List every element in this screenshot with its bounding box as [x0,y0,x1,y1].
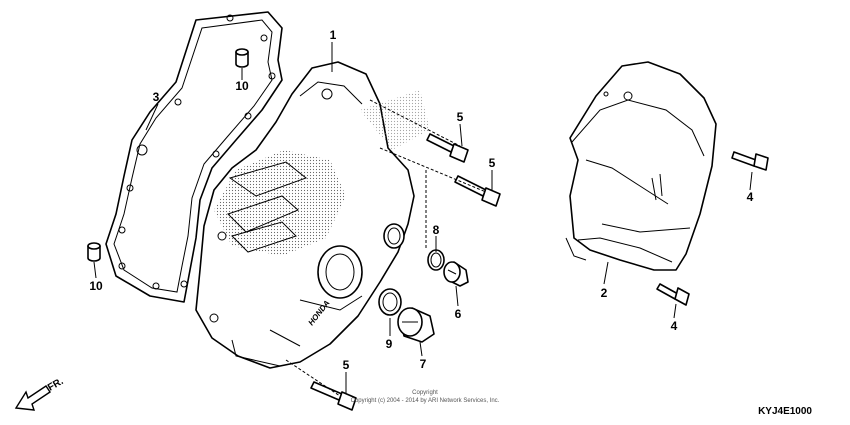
callout-3: 3 [153,90,160,104]
leader-lines [93,42,753,397]
callout-8: 8 [433,223,440,237]
callout-4-lower: 4 [671,319,678,333]
o-ring-part-9[interactable] [378,288,402,316]
front-direction-indicator: FR. [14,376,66,411]
bolt-part-5-middle[interactable] [454,175,501,207]
bolt-part-5-lower[interactable] [310,381,357,411]
bolt-part-4-lower[interactable] [656,283,690,306]
bolt-part-4-upper[interactable] [731,151,769,171]
o-ring-part-8[interactable] [427,249,445,271]
gasket-part-3[interactable] [105,11,283,303]
callout-6: 6 [455,307,462,321]
front-label: FR. [46,376,66,394]
sprocket-cover-part-2[interactable] [565,61,717,271]
callout-5-middle: 5 [489,156,496,170]
hole-cap-part-7[interactable] [397,307,435,343]
bolt-part-5-upper[interactable] [426,133,469,163]
front-arrow-icon [14,385,51,411]
copyright-line-1: Copyright [412,390,438,396]
callout-labels: 1 2 3 4 4 5 5 5 6 7 8 9 10 10 [89,28,753,372]
callout-2: 2 [601,286,608,300]
dowel-pin-part-10-upper[interactable] [235,48,249,68]
dowel-pin-part-10-lower[interactable] [87,242,101,262]
callout-7: 7 [420,357,427,371]
copyright-line-2: Copyright (c) 2004 - 2014 by ARI Network… [351,398,500,404]
callout-9: 9 [386,337,393,351]
callout-10-lower: 10 [89,279,103,293]
callout-1: 1 [330,28,337,42]
callout-10-upper: 10 [235,79,249,93]
crankcase-cover-part-1[interactable] [195,61,430,369]
diagram-code: KYJ4E1000 [758,406,812,417]
timing-cap-part-6[interactable] [443,261,469,287]
callout-5-lower: 5 [343,358,350,372]
callout-5-upper: 5 [457,110,464,124]
callout-4-upper: 4 [747,190,754,204]
